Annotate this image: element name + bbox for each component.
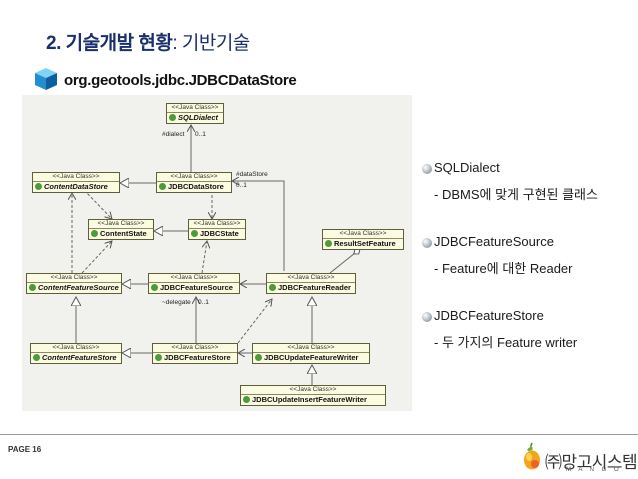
- stereotype: <<Java Class>>: [157, 173, 231, 182]
- bullet-head-1: SQLDialect: [434, 160, 500, 175]
- class-contentdatastore[interactable]: <<Java Class>> ContentDataStore: [32, 172, 120, 193]
- class-contentstate[interactable]: <<Java Class>> ContentState: [88, 219, 154, 240]
- stereotype: <<Java Class>>: [153, 344, 237, 353]
- class-jdbcfeaturestore[interactable]: <<Java Class>> JDBCFeatureStore: [152, 343, 238, 364]
- stereotype: <<Java Class>>: [167, 104, 223, 113]
- label-dialect: #dialect: [162, 131, 185, 138]
- class-resultsetfeature[interactable]: <<Java Class>> ResultSetFeature: [322, 229, 404, 250]
- stereotype: <<Java Class>>: [149, 274, 239, 283]
- stereotype: <<Java Class>>: [89, 220, 153, 229]
- class-name: ResultSetFeature: [323, 239, 403, 249]
- stereotype: <<Java Class>>: [31, 344, 121, 353]
- page-number: PAGE 16: [8, 445, 42, 454]
- class-name: JDBCUpdateFeatureWriter: [253, 353, 369, 363]
- stereotype: <<Java Class>>: [33, 173, 119, 182]
- bullet-icon: [422, 312, 432, 322]
- class-name: JDBCDataStore: [157, 182, 231, 192]
- class-name: ContentFeatureStore: [31, 353, 121, 363]
- stereotype: <<Java Class>>: [267, 274, 355, 283]
- footer-divider: [0, 434, 638, 435]
- bullet-sub-3: - 두 가지의 Feature writer: [434, 335, 578, 350]
- bullet-sub-1: - DBMS에 맞게 구현된 클래스: [434, 187, 598, 202]
- bullet-head-2: JDBCFeatureSource: [434, 234, 554, 249]
- class-name: ContentState: [89, 229, 153, 239]
- uml-class-diagram: <<Java Class>> SQLDialect <<Java Class>>…: [22, 95, 412, 411]
- class-name: JDBCFeatureStore: [153, 353, 237, 363]
- label-delegate: ~delegate: [162, 299, 191, 306]
- bullet-icon: [422, 164, 432, 174]
- package-name: org.geotools.jdbc.JDBCDataStore: [64, 72, 297, 89]
- class-name: JDBCFeatureReader: [267, 283, 355, 293]
- title-sub: : 기반기술: [172, 33, 250, 54]
- class-contentfeaturesource[interactable]: <<Java Class>> ContentFeatureSource: [26, 273, 122, 294]
- stereotype: <<Java Class>>: [27, 274, 121, 283]
- class-jdbcfeaturesource[interactable]: <<Java Class>> JDBCFeatureSource: [148, 273, 240, 294]
- class-jdbcdatastore[interactable]: <<Java Class>> JDBCDataStore: [156, 172, 232, 193]
- company-subtitle: M A N G O: [566, 467, 622, 473]
- class-name: JDBCState: [189, 229, 245, 239]
- bullet-head-3: JDBCFeatureStore: [434, 308, 544, 323]
- class-contentfeaturestore[interactable]: <<Java Class>> ContentFeatureStore: [30, 343, 122, 364]
- title-number: 2.: [46, 33, 61, 54]
- class-jdbcupdatefeaturewriter[interactable]: <<Java Class>> JDBCUpdateFeatureWriter: [252, 343, 370, 364]
- package-cube-icon: [35, 68, 57, 90]
- class-name: JDBCUpdateInsertFeatureWriter: [241, 395, 385, 405]
- bullet-icon: [422, 238, 432, 248]
- label-dialect-mult: 0..1: [195, 131, 206, 138]
- uml-connectors: [22, 95, 361, 385]
- class-name: ContentFeatureSource: [27, 283, 121, 293]
- company-name: ㈜망고시스템: [545, 453, 638, 472]
- class-name: JDBCFeatureSource: [149, 283, 239, 293]
- class-jdbcstate[interactable]: <<Java Class>> JDBCState: [188, 219, 246, 240]
- class-jdbcupdateinsertfeaturewriter[interactable]: <<Java Class>> JDBCUpdateInsertFeatureWr…: [240, 385, 386, 406]
- class-name: ContentDataStore: [33, 182, 119, 192]
- stereotype: <<Java Class>>: [323, 230, 403, 239]
- class-sqldialect[interactable]: <<Java Class>> SQLDialect: [166, 103, 224, 124]
- mango-logo-icon: [524, 442, 540, 470]
- title-main: 기술개발 현황: [65, 33, 173, 54]
- label-datastore: #dataStore: [236, 171, 268, 178]
- stereotype: <<Java Class>>: [189, 220, 245, 229]
- label-datastore-mult: 0..1: [236, 182, 247, 189]
- stereotype: <<Java Class>>: [253, 344, 369, 353]
- class-jdbcfeaturereader[interactable]: <<Java Class>> JDBCFeatureReader: [266, 273, 356, 294]
- label-delegate-mult: 0..1: [198, 299, 209, 306]
- class-name: SQLDialect: [167, 113, 223, 123]
- stereotype: <<Java Class>>: [241, 386, 385, 395]
- slide-title: 2. 기술개발 현황: 기반기술: [46, 28, 250, 55]
- bullet-sub-2: - Feature에 대한 Reader: [434, 261, 573, 276]
